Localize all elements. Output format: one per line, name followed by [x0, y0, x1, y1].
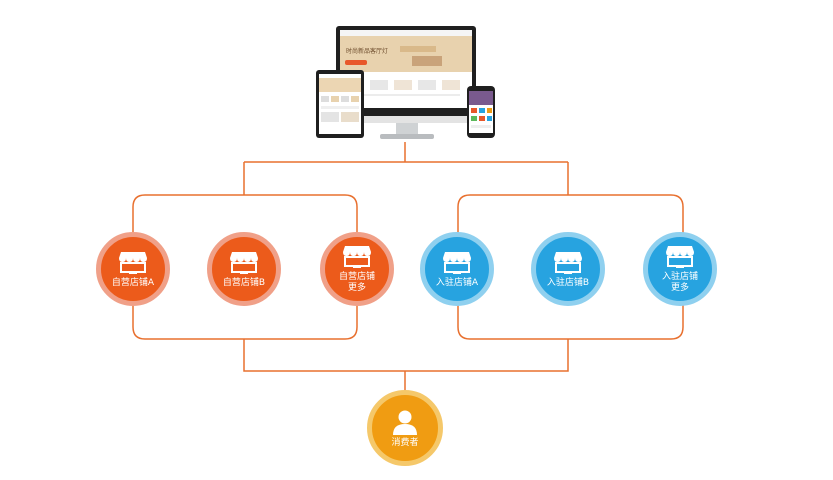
partner-store-a-label: 入驻店铺A	[435, 277, 479, 288]
partner-store-b-node[interactable]: 入驻店铺B	[531, 232, 605, 306]
partner-store-b-label: 入驻店铺B	[546, 277, 590, 288]
storefront-icon	[343, 246, 371, 268]
self-store-b-node[interactable]: 自营店铺B	[207, 232, 281, 306]
self-store-a-node[interactable]: 自营店铺A	[96, 232, 170, 306]
partner-store-more-label: 入驻店铺 更多	[661, 272, 698, 293]
connector-lines	[132, 142, 684, 392]
storefront-icon	[119, 251, 147, 274]
consumer-label: 消费者	[391, 437, 419, 448]
storefront-icon	[554, 251, 582, 274]
self-store-more-node[interactable]: 自营店铺 更多	[320, 232, 394, 306]
consumer-node[interactable]: 消费者	[367, 390, 443, 466]
partner-store-a-node[interactable]: 入驻店铺A	[420, 232, 494, 306]
self-store-more-label: 自营店铺 更多	[338, 272, 375, 293]
self-store-b-label: 自营店铺B	[222, 277, 266, 288]
storefront-icon	[230, 251, 258, 274]
tablet-device	[316, 70, 364, 138]
user-icon	[393, 410, 417, 435]
monitor-banner-text: 时尚新品客厅灯	[346, 47, 388, 55]
storefront-icon	[443, 251, 471, 274]
phone-device	[467, 86, 495, 138]
self-store-a-label: 自营店铺A	[111, 277, 155, 288]
devices-illustration: 时尚新品客厅灯	[316, 26, 495, 139]
storefront-icon	[666, 246, 694, 268]
partner-store-more-node[interactable]: 入驻店铺 更多	[643, 232, 717, 306]
monitor-device: 时尚新品客厅灯	[336, 26, 476, 139]
